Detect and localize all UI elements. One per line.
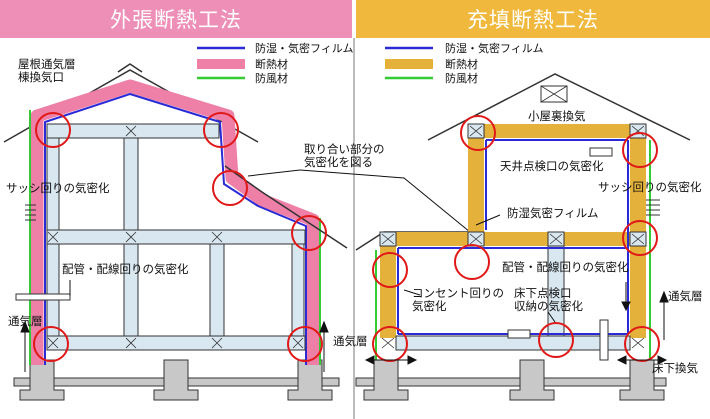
piping-right-label: 配管・配線回りの気密化 (502, 260, 629, 274)
foundation-mid (509, 359, 555, 401)
legend-film-label: 防湿・気密フィルム (445, 41, 544, 55)
circle (538, 322, 574, 358)
ground-line (355, 377, 667, 387)
legend-insulation-swatch (385, 59, 433, 69)
vent-arrows (364, 282, 669, 365)
right-house: 小屋裏換気 天井点検口の気密化 サッシ回りの気密化 防湿気密フィルム 配管・配線… (355, 73, 703, 401)
floor-hatch (507, 329, 531, 339)
circle (291, 215, 327, 251)
outlet-label-1: コンセント回りの (412, 286, 504, 300)
vent-layer-right-left: 通気層 (333, 334, 368, 348)
legend-windbreak-label: 防風材 (445, 71, 478, 85)
vent-arrows (20, 280, 329, 372)
sash-right (646, 199, 660, 216)
foundation-right (619, 359, 665, 401)
legend-left: 防湿・気密フィルム 断熱材 防風材 (197, 41, 354, 85)
legend-insulation-label: 断熱材 (255, 57, 288, 71)
left-house: 屋根通気層 棟換気口 サッシ回りの気密化 取り合い部分の 気密化を図る 配管・配… (3, 57, 471, 401)
circle (33, 326, 69, 362)
foundation-left (363, 359, 409, 401)
ridge-vent (117, 63, 143, 73)
junction-label-2: 気密化を図る (304, 155, 373, 169)
piping-left-label: 配管・配線回りの気密化 (62, 262, 189, 276)
film-lines (397, 139, 629, 335)
foundation-right (287, 359, 333, 401)
circle (454, 244, 490, 280)
film-envelope (44, 93, 307, 365)
pipe-left (15, 293, 71, 301)
outlet-label-2: 気密化 (412, 299, 447, 313)
circle (372, 326, 408, 362)
right-header: 充填断熱工法 (356, 0, 710, 38)
ceiling-hatch-label: 天井点検口の気密化 (500, 159, 604, 173)
circle (287, 326, 323, 362)
circle (622, 220, 658, 256)
vent-layer-left: 通気層 (8, 314, 43, 328)
foundation-left (19, 359, 65, 401)
left-header: 外張断熱工法 (0, 0, 352, 38)
circle (622, 132, 658, 168)
underfloor-vent-label: 床下換気 (652, 361, 698, 375)
airtight-circles (33, 112, 327, 362)
framing (46, 123, 306, 351)
legend-right: 防湿・気密フィルム 断熱材 防風材 (385, 41, 544, 85)
floor-hatch-label-1: 床下点検口 (514, 286, 572, 300)
circle (372, 252, 408, 288)
insulation-fill (380, 124, 646, 338)
vapor-film-label: 防湿気密フィルム (507, 206, 599, 220)
shed-roof (224, 165, 348, 249)
leader-lines (247, 169, 471, 233)
legend-insulation-label: 断熱材 (445, 57, 478, 71)
attic-vent-label: 小屋裏換気 (528, 109, 586, 123)
pipe-right (599, 319, 609, 361)
circle (460, 115, 496, 151)
circle (203, 112, 239, 148)
roof-vent-label: 屋根通気層 (18, 57, 76, 71)
windbreak-lines (375, 140, 651, 360)
airtight-circles (372, 115, 660, 362)
x-blocks (381, 125, 645, 349)
circle (624, 326, 660, 362)
legend-film-label: 防湿・気密フィルム (255, 41, 354, 55)
x-blocks (47, 125, 304, 349)
vent-layer-right: 通気層 (668, 289, 703, 303)
floor-hatch-label-2: 収納の気密化 (514, 299, 583, 313)
circle (35, 112, 71, 148)
legend-insulation-swatch (197, 59, 245, 69)
sash-left-label: サッシ回りの気密化 (6, 181, 110, 195)
foundation-mid (153, 359, 199, 401)
leader-lines (403, 214, 556, 323)
ridge-vent-label: 棟換気口 (18, 70, 64, 84)
sash-right-label: サッシ回りの気密化 (598, 180, 702, 194)
junction-label-1: 取り合い部分の (304, 142, 385, 156)
legend-windbreak-label: 防風材 (255, 71, 288, 85)
ceiling-hatch (589, 147, 613, 157)
sash-left (25, 204, 36, 221)
circle (212, 170, 248, 206)
